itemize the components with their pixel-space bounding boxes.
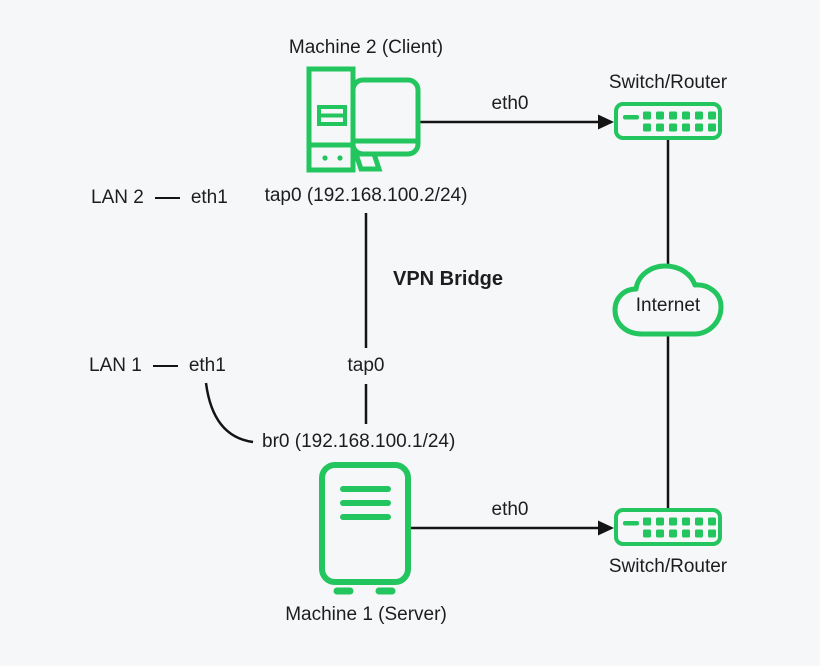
eth1-to-br0-curve <box>204 382 254 444</box>
bottom-switch-label: Switch/Router <box>608 556 728 577</box>
lan1-name: LAN 1 <box>89 355 142 376</box>
server-icon <box>319 462 411 595</box>
arrowhead-bottom <box>598 520 614 536</box>
lan2-row: LAN 2 eth1 <box>91 187 228 209</box>
lan1-interface: eth1 <box>188 355 226 376</box>
switch-icon-top <box>614 102 722 140</box>
arrowhead-top <box>598 114 614 130</box>
bottom-link-label: eth0 <box>491 499 529 520</box>
lan1-dash <box>152 365 178 367</box>
tap-midpoint-label: tap0 <box>347 355 385 376</box>
switch-icon-bottom <box>614 508 722 546</box>
bridge-interface-label: br0 (192.168.100.1/24) <box>262 431 456 452</box>
machine1-title: Machine 1 (Server) <box>285 604 447 625</box>
vpn-bridge-title: VPN Bridge <box>393 268 504 290</box>
top-link-label: eth0 <box>491 93 529 114</box>
internet-label: Internet <box>635 295 701 316</box>
lan2-interface: eth1 <box>190 187 228 208</box>
internet-cloud-icon <box>612 263 724 337</box>
machine2-title: Machine 2 (Client) <box>288 37 444 58</box>
lan1-row: LAN 1 eth1 <box>89 355 226 377</box>
machine2-tap-label: tap0 (192.168.100.2/24) <box>264 185 468 206</box>
top-switch-label: Switch/Router <box>608 72 728 93</box>
lan2-name: LAN 2 <box>91 187 144 208</box>
lan2-dash <box>154 197 180 199</box>
desktop-computer-icon <box>306 66 421 173</box>
